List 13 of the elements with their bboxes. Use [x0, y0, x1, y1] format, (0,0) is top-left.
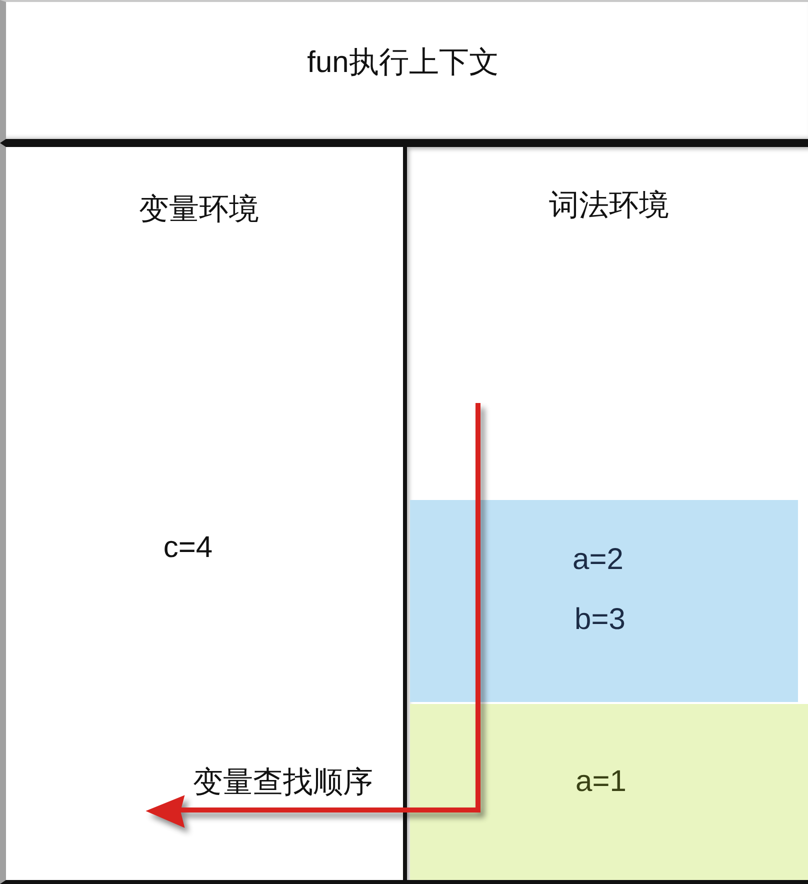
environment-panel: [403, 143, 808, 884]
context-title: fun执行上下文: [307, 46, 499, 80]
annotation-text: 变量查找顺序: [193, 766, 373, 800]
environment-panel: [0, 143, 403, 884]
scope-block: [410, 500, 798, 702]
variable-binding: a=1: [576, 764, 626, 800]
context-box: [0, 0, 808, 143]
scope-block: [410, 704, 808, 880]
variable-binding: b=3: [574, 602, 626, 638]
panel-title: 词法环境: [549, 188, 669, 224]
variable-binding: c=4: [163, 530, 213, 566]
panel-title: 变量环境: [139, 192, 259, 228]
variable-binding: a=2: [572, 542, 624, 578]
